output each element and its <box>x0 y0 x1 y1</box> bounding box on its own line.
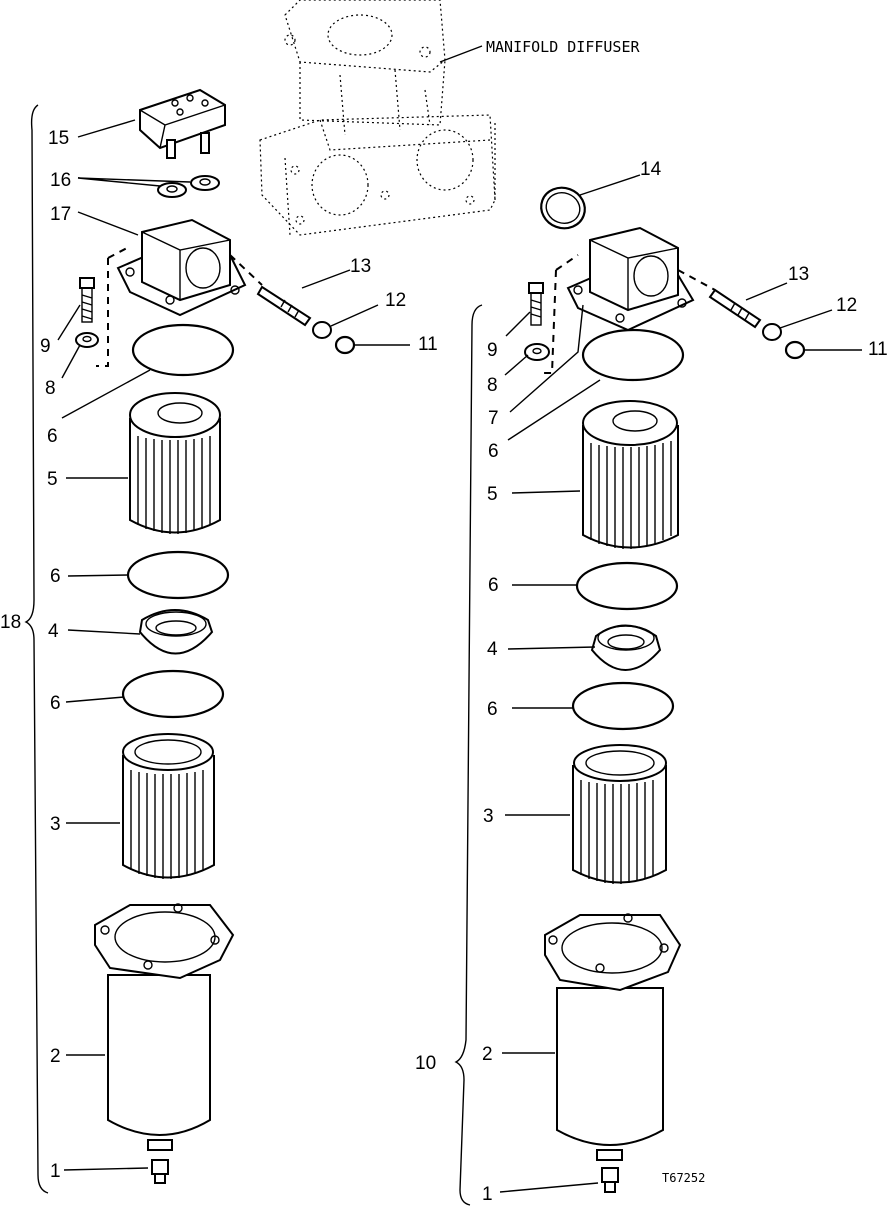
caption-leader <box>439 45 483 63</box>
left-part-16-washer-a <box>157 182 187 198</box>
left-dash-guides <box>96 247 263 367</box>
left-part-11-nut <box>334 335 356 355</box>
right-callout-2: 2 <box>482 1044 493 1065</box>
right-part-11-nut <box>784 340 806 360</box>
right-callout-3: 3 <box>483 806 494 827</box>
right-callout-14: 14 <box>640 159 662 180</box>
left-callout-2: 2 <box>50 1046 61 1067</box>
left-callout-3: 3 <box>50 814 61 835</box>
left-callout-6-b: 6 <box>50 566 61 587</box>
right-part-13-stud <box>708 288 762 329</box>
left-callout-8: 8 <box>45 378 56 399</box>
left-callout-11: 11 <box>418 334 438 355</box>
right-part-3-filter-element <box>572 744 667 884</box>
left-part-8-washer <box>75 332 99 348</box>
right-callout-7: 7 <box>488 408 499 429</box>
left-part-4-retainer <box>138 609 214 655</box>
left-callout-16: 16 <box>50 170 71 191</box>
left-callout-5: 5 <box>47 469 58 490</box>
right-part-4-retainer <box>590 624 662 671</box>
left-part-16-washer-b <box>190 175 220 191</box>
right-assembly: 10 <box>415 159 888 1206</box>
left-part-15-block <box>139 88 226 159</box>
manifold-diffuser-caption: MANIFOLD DIFFUSER <box>486 38 640 56</box>
left-callout-6-a: 6 <box>47 426 58 447</box>
right-callout-6-a: 6 <box>488 441 499 462</box>
right-part-6-oring-low <box>571 681 675 731</box>
left-callout-13: 13 <box>350 256 371 277</box>
left-part-2-filter-bowl <box>94 903 235 1151</box>
left-callout-12: 12 <box>385 290 406 311</box>
right-part-9-bolt <box>528 282 544 326</box>
right-callout-13: 13 <box>788 264 809 285</box>
right-callout-6-b: 6 <box>488 575 499 596</box>
left-leader-lines <box>57 119 410 1171</box>
right-callout-8: 8 <box>487 375 498 396</box>
right-part-5-filter-element <box>582 400 679 549</box>
left-part-6-oring-low <box>121 669 225 719</box>
right-callout-5: 5 <box>487 484 498 505</box>
left-part-13-stud <box>256 285 312 327</box>
left-group-brace <box>24 104 49 1194</box>
right-callout-12: 12 <box>836 295 857 316</box>
right-part-8-washer <box>524 343 550 361</box>
left-part-6-oring-top <box>131 323 235 377</box>
right-callout-1: 1 <box>482 1184 493 1205</box>
right-part-14-oring <box>540 186 586 230</box>
right-callout-9: 9 <box>487 340 498 361</box>
left-part-6-oring-mid <box>126 550 230 600</box>
right-part-6-oring-mid <box>575 561 679 611</box>
right-part-2-filter-bowl <box>544 913 682 1161</box>
left-callout-6-c: 6 <box>50 693 61 714</box>
right-part-6-oring-top <box>581 328 685 382</box>
right-part-12-washer <box>762 323 782 341</box>
manifold-diffuser <box>259 0 496 236</box>
left-assembly: 18 <box>0 88 438 1194</box>
right-leader-lines <box>499 174 862 1193</box>
right-group-brace <box>454 304 483 1206</box>
left-part-12-washer <box>312 321 332 339</box>
right-callout-4: 4 <box>487 639 498 660</box>
left-part-17-filter-head <box>116 218 247 317</box>
left-callout-1: 1 <box>50 1161 61 1182</box>
left-callout-17: 17 <box>50 204 71 225</box>
left-callout-9: 9 <box>40 336 51 357</box>
right-part-1-drain-plug <box>601 1167 619 1183</box>
left-part-1-drain-plug <box>151 1159 169 1175</box>
right-group-label: 10 <box>415 1053 436 1074</box>
left-part-9-bolt <box>79 277 95 323</box>
left-callout-4: 4 <box>48 621 59 642</box>
left-callout-15: 15 <box>48 128 69 149</box>
right-callout-11: 11 <box>868 339 888 360</box>
left-part-5-filter-element <box>129 392 221 534</box>
right-callout-6-c: 6 <box>487 699 498 720</box>
right-dash-guides <box>540 254 716 374</box>
left-group-label: 18 <box>0 612 21 633</box>
figure-id: T67252 <box>662 1171 705 1185</box>
right-part-7-filter-head <box>566 226 695 332</box>
left-part-3-filter-element <box>122 733 215 879</box>
